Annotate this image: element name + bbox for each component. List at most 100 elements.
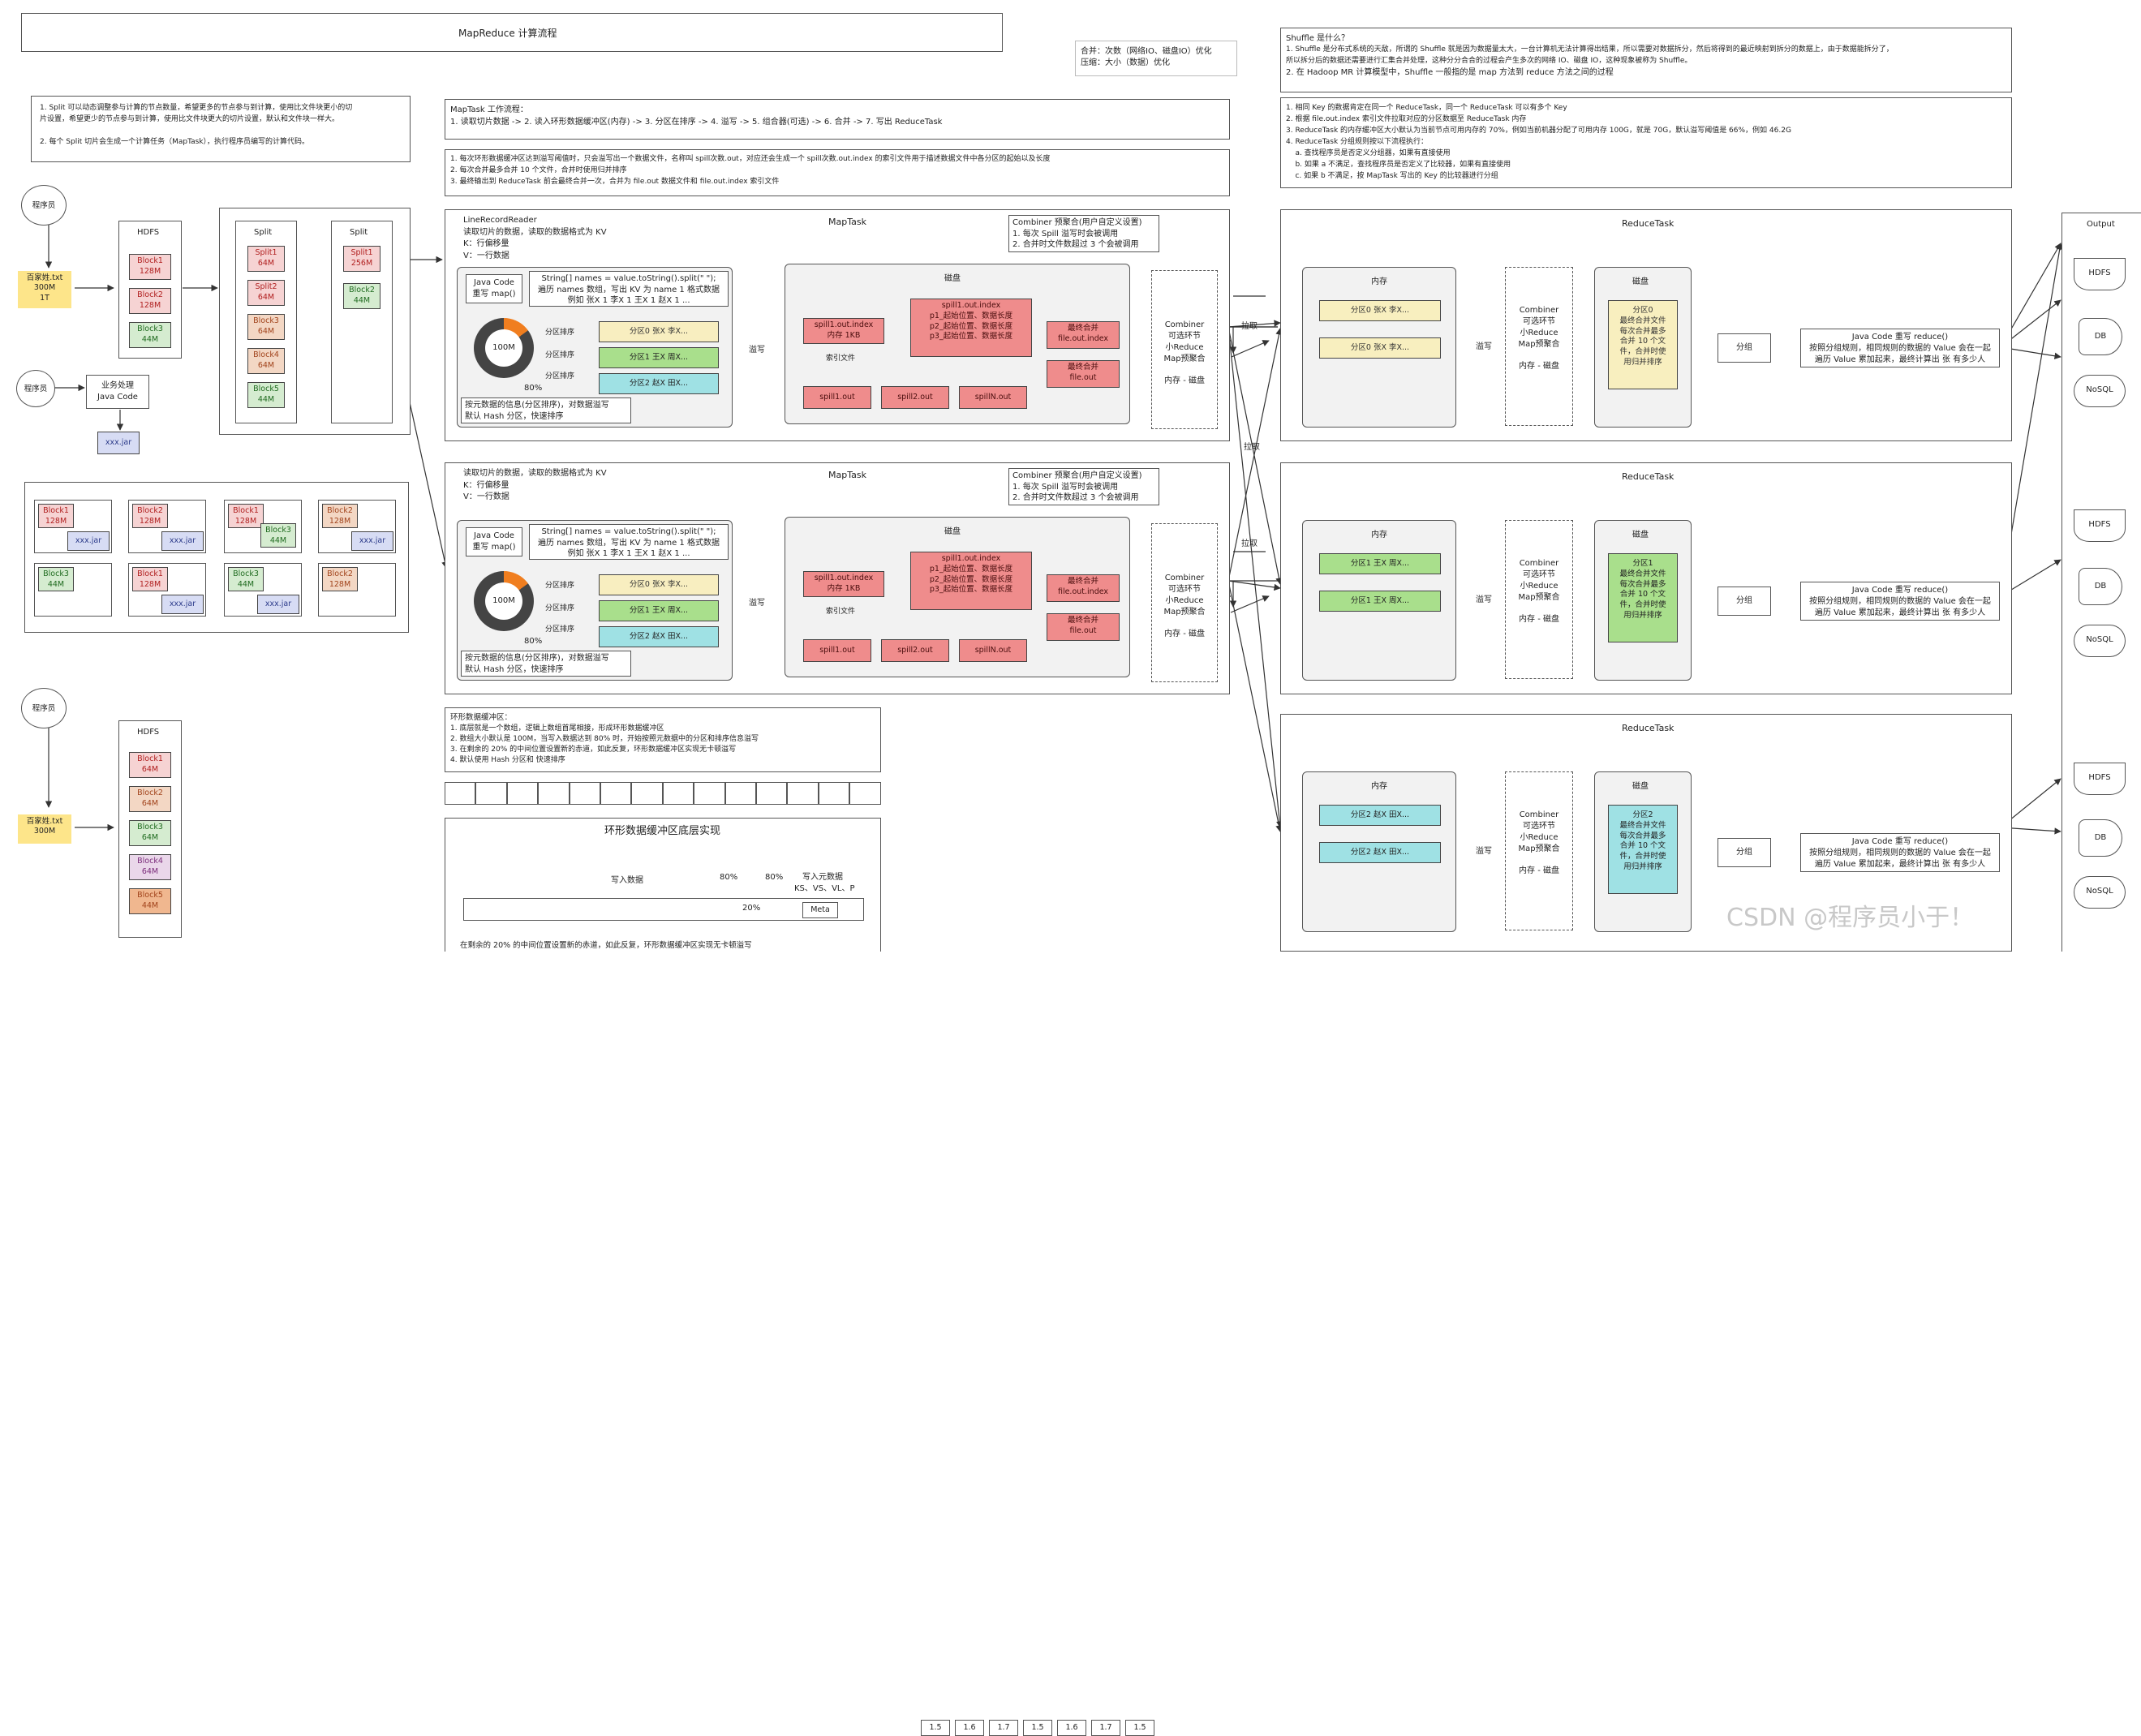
partition-box: 分区0 张X 李X... (599, 321, 719, 342)
split-label: Split (350, 228, 368, 237)
label-text: 最终合并 (1067, 324, 1098, 333)
disk-label: 磁盘 (1632, 531, 1649, 539)
ring-strip-cell (694, 782, 725, 805)
combiner-line: Combiner (1164, 320, 1205, 329)
reduce-note-line: 3. ReduceTask 的内存缓冲区大小默认为当前节点可用内存的 70%，例… (1286, 127, 1791, 135)
partition-box: 分区2 赵X 田X... (599, 373, 719, 394)
write-meta-label: 写入元数据 (802, 873, 843, 882)
ring-80-label: 80% (524, 637, 543, 646)
label-text: spill1.out.index (941, 301, 1001, 310)
combiner-line: 可选环节 (1523, 570, 1555, 579)
group-box: 分组 (1718, 333, 1771, 363)
spill-note-line: 2. 每次合并最多合并 10 个文件，合并时使用归并排序 (450, 166, 627, 174)
label-text: Block3 (137, 823, 163, 831)
label-text: 64M (141, 798, 159, 808)
ring-cell: 1.5 (921, 1720, 950, 1736)
label-text: Block1 (137, 256, 163, 265)
node-jar: xxx.jar (67, 531, 110, 551)
node-jar: xxx.jar (351, 531, 393, 551)
partition-box: 分区2 赵X 田X... (599, 626, 719, 647)
label-text: p1_起始位置、数据长度 (929, 564, 1013, 574)
combiner-note: Combiner 预聚合(用户自定义设置)1. 每次 Spill 溢写时会被调用… (1008, 215, 1159, 252)
label-text: Block1 (43, 506, 69, 515)
reduce-note-line: b. 如果 a 不满足，查找程序员是否定义了比较器，如果有直接使用 (1286, 161, 1511, 169)
output-nosql: NoSQL (2074, 625, 2126, 657)
partition-box: 分区1 王X 周X... (599, 347, 719, 368)
jar-file: xxx.jar (97, 432, 140, 454)
label-text: 128M (329, 579, 351, 589)
reduce-merge-line: 每次合并最多 (1619, 326, 1666, 336)
memory-label: 内存 (1371, 782, 1387, 791)
spill-note-line: 3. 最终输出到 ReduceTask 前会最终合并一次，合并为 file.ou… (450, 178, 780, 186)
reduce-merge-line: 最终合并文件 (1619, 820, 1666, 830)
part-sort-label: 分区排序 (545, 625, 575, 634)
spill-note: 1. 每次环形数据缓冲区达到溢写阈值时，只会溢写出一个数据文件，名称叫 spil… (445, 149, 1230, 196)
reduce-partition: 分区2 赵X 田X... (1319, 842, 1441, 863)
label-text: Block4 (137, 857, 163, 866)
combiner-line: 小Reduce (1520, 329, 1558, 337)
label-text: Block3 (233, 569, 259, 578)
reduce-memory-box: 内存分区1 王X 周X...分区1 王X 周X... (1302, 520, 1456, 681)
linerecord-line: LineRecordReader (463, 216, 537, 225)
label-text: spill1.out.index (814, 320, 874, 329)
label-text: 默认 Hash 分区，快速排序 (465, 411, 564, 421)
label-text: spill1.out.index (814, 574, 874, 582)
label-text: Block3 (43, 569, 69, 578)
reduce-code-box: Java Code 重写 reduce()按照分组规则，相同规则的数据的 Val… (1800, 833, 2000, 872)
spill-file: spillN.out (959, 639, 1027, 662)
label-text: 按照分组规则，相同规则的数据的 Value 会在一起 (1809, 849, 1991, 857)
label-text: Block2 (327, 506, 353, 515)
combiner-line: 小Reduce (1165, 343, 1204, 352)
reduce-partition: 分区1 王X 周X... (1319, 553, 1441, 574)
output-hdfs: HDFS (2074, 763, 2126, 795)
linerecord-line: V：一行数据 (463, 251, 509, 260)
ring-strip-cell (787, 782, 819, 805)
label-text: Block3 (253, 316, 279, 325)
linerecord-line: K：行偏移量 (463, 480, 509, 490)
ring-strip-cell (538, 782, 570, 805)
label-text: 256M (350, 258, 373, 268)
programmer-1: 程序员 (21, 185, 67, 226)
label-text: 64M (141, 764, 159, 774)
p80-label: 80% (765, 873, 784, 882)
hdfs-label: HDFS (137, 728, 160, 737)
pull-label: 拉取 (1244, 443, 1260, 452)
label-text: 例如 张X 1 李X 1 王X 1 赵X 1 ... (567, 549, 690, 558)
combiner-line: 内存 - 磁盘 (1519, 866, 1559, 875)
label-text: 默认 Hash 分区，快速排序 (465, 664, 564, 674)
index-file-label: 索引文件 (826, 608, 856, 616)
reduce-note-line: c. 如果 b 不满足，按 MapTask 写出的 Key 的比较器进行分组 (1286, 172, 1498, 180)
combiner-line: 小Reduce (1165, 596, 1204, 605)
combiner-note: Combiner 预聚合(用户自定义设置)1. 每次 Spill 溢写时会被调用… (1008, 468, 1159, 505)
combiner-line: 内存 - 磁盘 (1519, 615, 1559, 624)
label-text: 44M (141, 334, 159, 344)
node-jar: xxx.jar (257, 595, 299, 614)
label-text: 128M (139, 579, 161, 589)
combiner-line: Map预聚合 (1163, 355, 1206, 363)
label-text: Combiner 预聚合(用户自定义设置) (1012, 471, 1142, 480)
reduce-merge-line: 用归并排序 (1623, 358, 1662, 367)
ring-note-line: 环形数据缓冲区： (450, 713, 513, 722)
pull-label: 拉取 (1241, 539, 1258, 548)
spill-file: spill1.out (803, 386, 871, 409)
label-text: 2. 合并时文件数超过 3 个会被调用 (1012, 240, 1139, 249)
reduce-spill-label: 溢写 (1476, 595, 1492, 604)
